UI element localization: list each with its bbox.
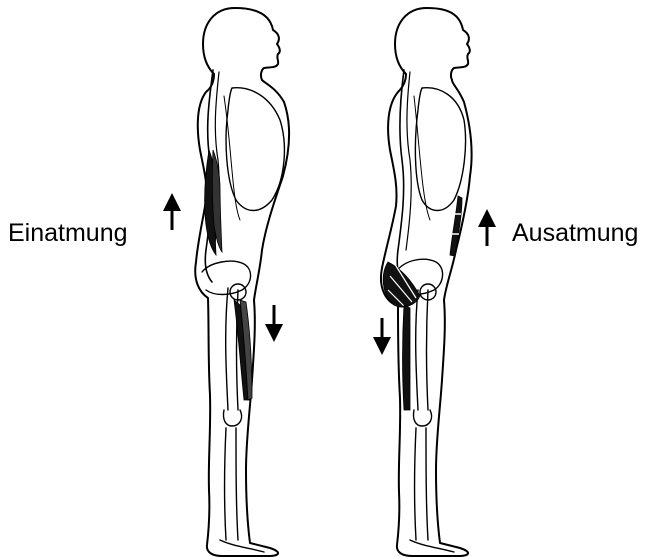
body-outline xyxy=(195,8,289,556)
label-inhalation: Einatmung xyxy=(8,221,128,246)
rib-cage xyxy=(415,88,465,211)
label-exhalation: Ausatmung xyxy=(512,221,638,246)
figure-inhalation xyxy=(195,8,289,556)
hamstring-muscles-exhalation xyxy=(403,305,411,410)
abdominal-muscles-exhalation xyxy=(450,196,462,256)
spine xyxy=(397,70,404,288)
rib-cage xyxy=(226,88,284,211)
